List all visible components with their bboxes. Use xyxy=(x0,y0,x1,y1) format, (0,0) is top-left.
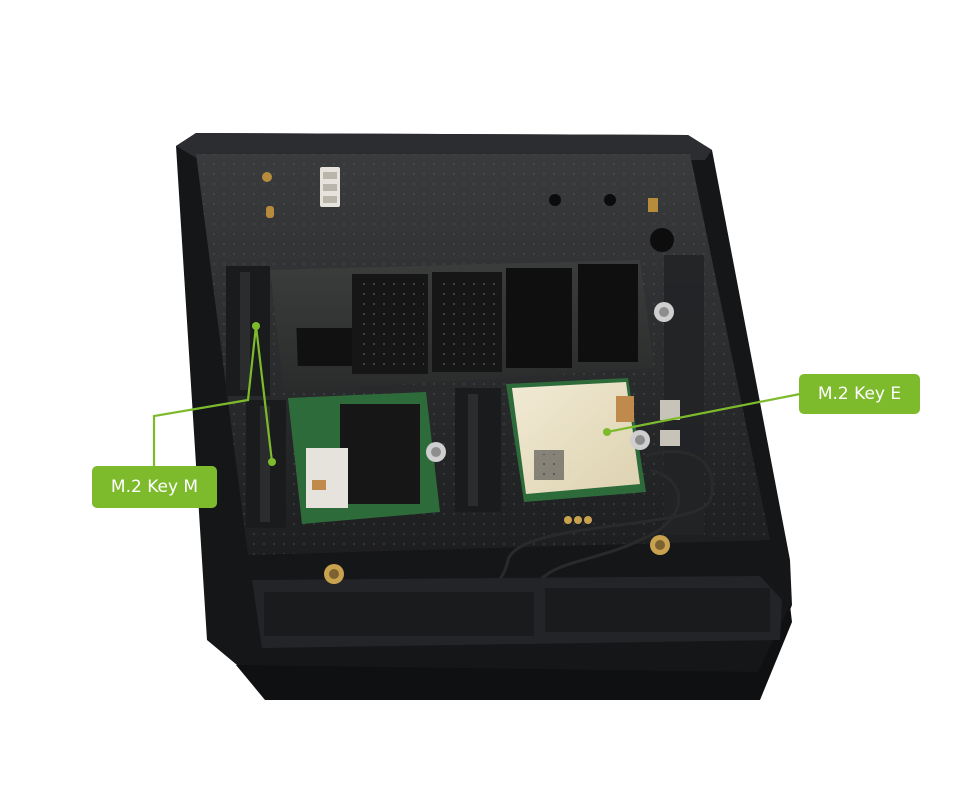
nvme-ssd xyxy=(270,260,674,392)
m2-key-m-label: M.2 Key M xyxy=(92,466,217,508)
bottom-tray xyxy=(252,535,782,648)
wifi-module xyxy=(506,378,680,524)
m2-key-e-connector xyxy=(455,388,501,512)
m2-key-e-label: M.2 Key E xyxy=(799,374,920,414)
callout-lines xyxy=(152,322,801,468)
m2-2242-ssd xyxy=(288,392,446,524)
